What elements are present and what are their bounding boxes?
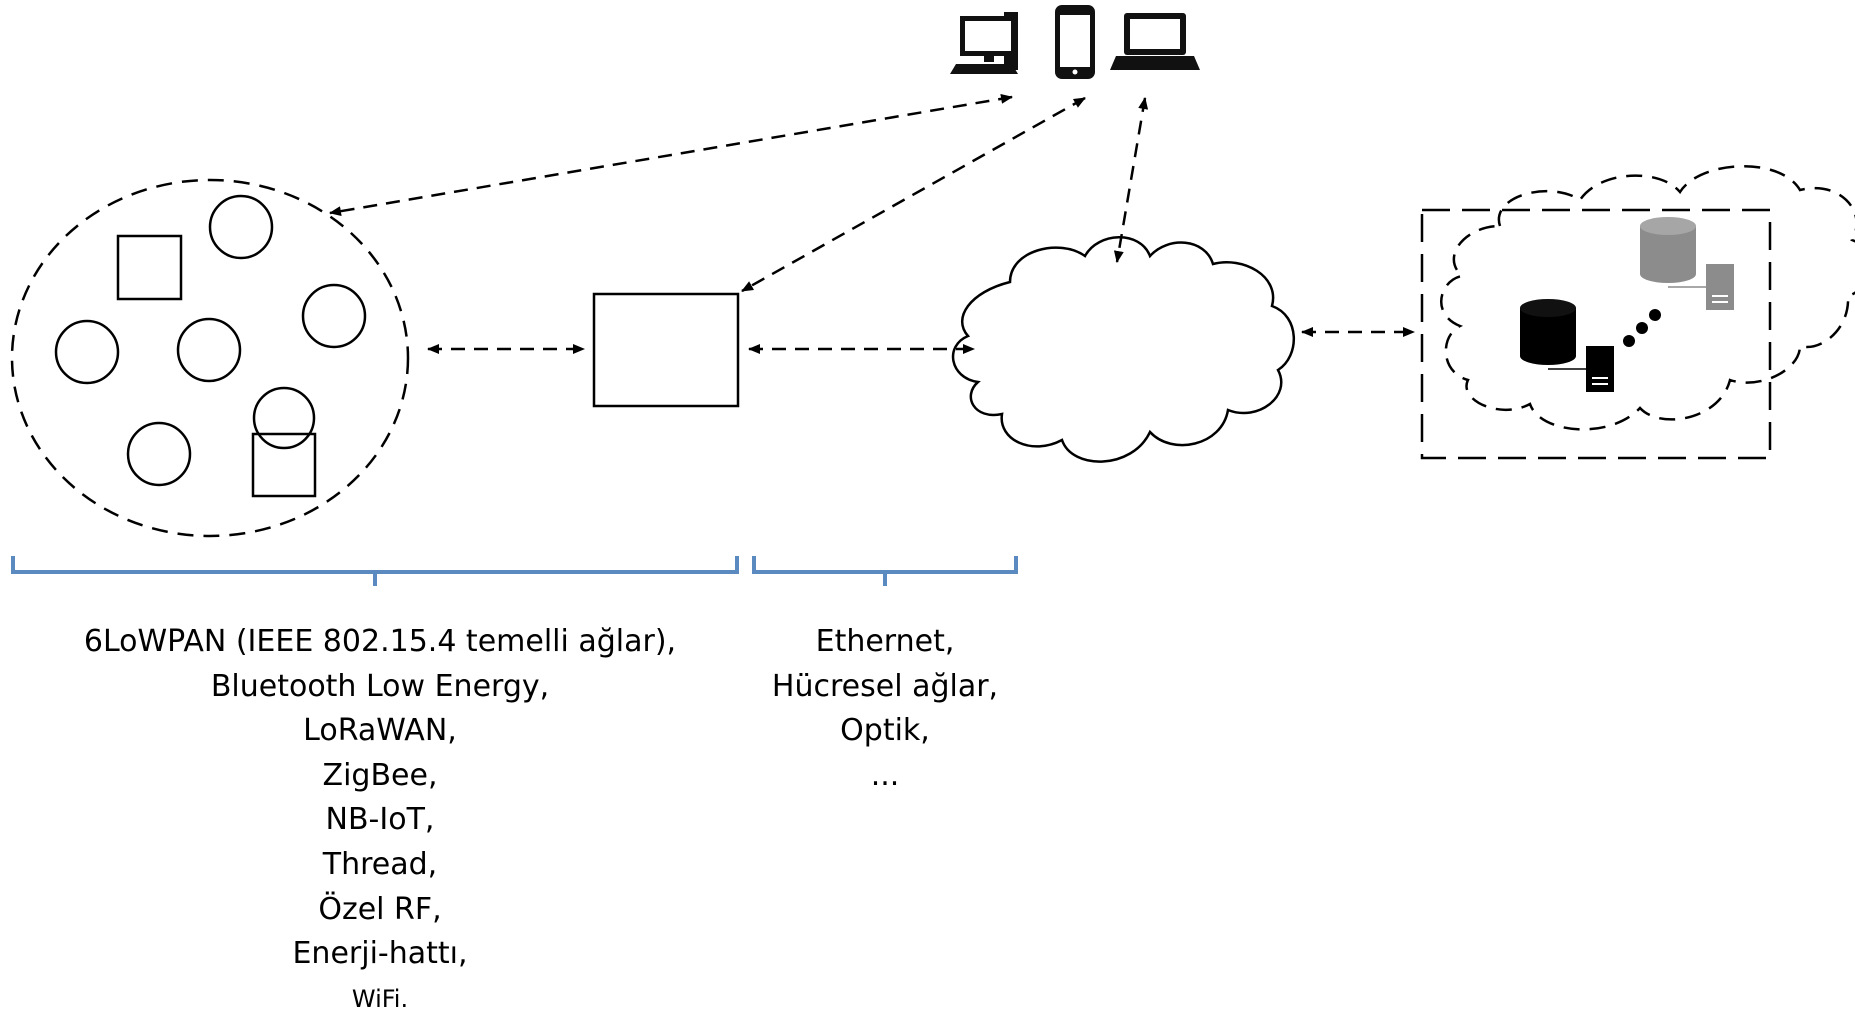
protocol-label: Optik,: [840, 713, 930, 749]
device-node-circle: [176, 317, 242, 383]
device-network: [10, 178, 410, 538]
device-network-boundary: [10, 178, 410, 538]
ellipsis-dot: [1623, 335, 1635, 347]
protocol-label: Özel RF,: [318, 891, 442, 927]
client-devices: [950, 5, 1200, 79]
device-node-square: [116, 234, 183, 301]
protocol-label: WiFi.: [351, 984, 409, 1013]
connections: [329, 93, 1415, 354]
internet-cloud: [951, 236, 1295, 463]
server-icon: [1548, 346, 1614, 392]
local-network-protocols: 6LoWPAN (IEEE 802.15.4 temelli ağlar), B…: [20, 620, 740, 1021]
wan-protocols: Ethernet, Hücresel ağlar, Optik, ...: [740, 620, 1030, 798]
protocol-label: Ethernet,: [815, 624, 955, 659]
arrow-clients-to-gateway: [741, 96, 1086, 293]
device-node-square: [251, 432, 317, 498]
database-icon: [1520, 299, 1576, 365]
data-center-cloud-outline: [1440, 164, 1855, 431]
protocol-label: ZigBee,: [322, 757, 438, 793]
data-center-boundary: [1420, 208, 1772, 460]
protocol-label: ...: [870, 757, 900, 793]
device-node-circle: [252, 386, 316, 450]
gateway-box: [592, 292, 740, 408]
server-icon: [1668, 264, 1734, 310]
protocol-label: NB-IoT,: [325, 802, 435, 838]
brace-wan: [752, 556, 1018, 586]
protocol-label: 6LoWPAN (IEEE 802.15.4 temelli ağlar),: [83, 624, 677, 659]
protocol-label: Thread,: [322, 846, 438, 882]
device-node-circle: [208, 194, 274, 260]
protocol-label: LoRaWAN,: [303, 713, 457, 749]
protocol-label: Hücresel ağlar,: [771, 668, 999, 704]
ellipsis-dot: [1636, 322, 1648, 334]
device-node-circle: [301, 283, 367, 349]
protocol-label: Bluetooth Low Energy,: [210, 668, 550, 704]
desktop-computer-icon: [950, 12, 1018, 74]
database-icon: [1640, 217, 1696, 283]
arrow-clients-to-internet: [1113, 97, 1149, 263]
laptop-icon: [1110, 13, 1200, 70]
device-node-circle: [54, 319, 120, 385]
brace-local-network: [11, 556, 739, 586]
arrow-clients-to-device-network: [329, 93, 1013, 217]
device-node-circle: [126, 421, 192, 487]
smartphone-icon: [1055, 5, 1095, 79]
protocol-label: Enerji-hattı,: [292, 936, 468, 972]
ellipsis-dot: [1649, 309, 1661, 321]
cloud-data-center: [1420, 164, 1855, 460]
